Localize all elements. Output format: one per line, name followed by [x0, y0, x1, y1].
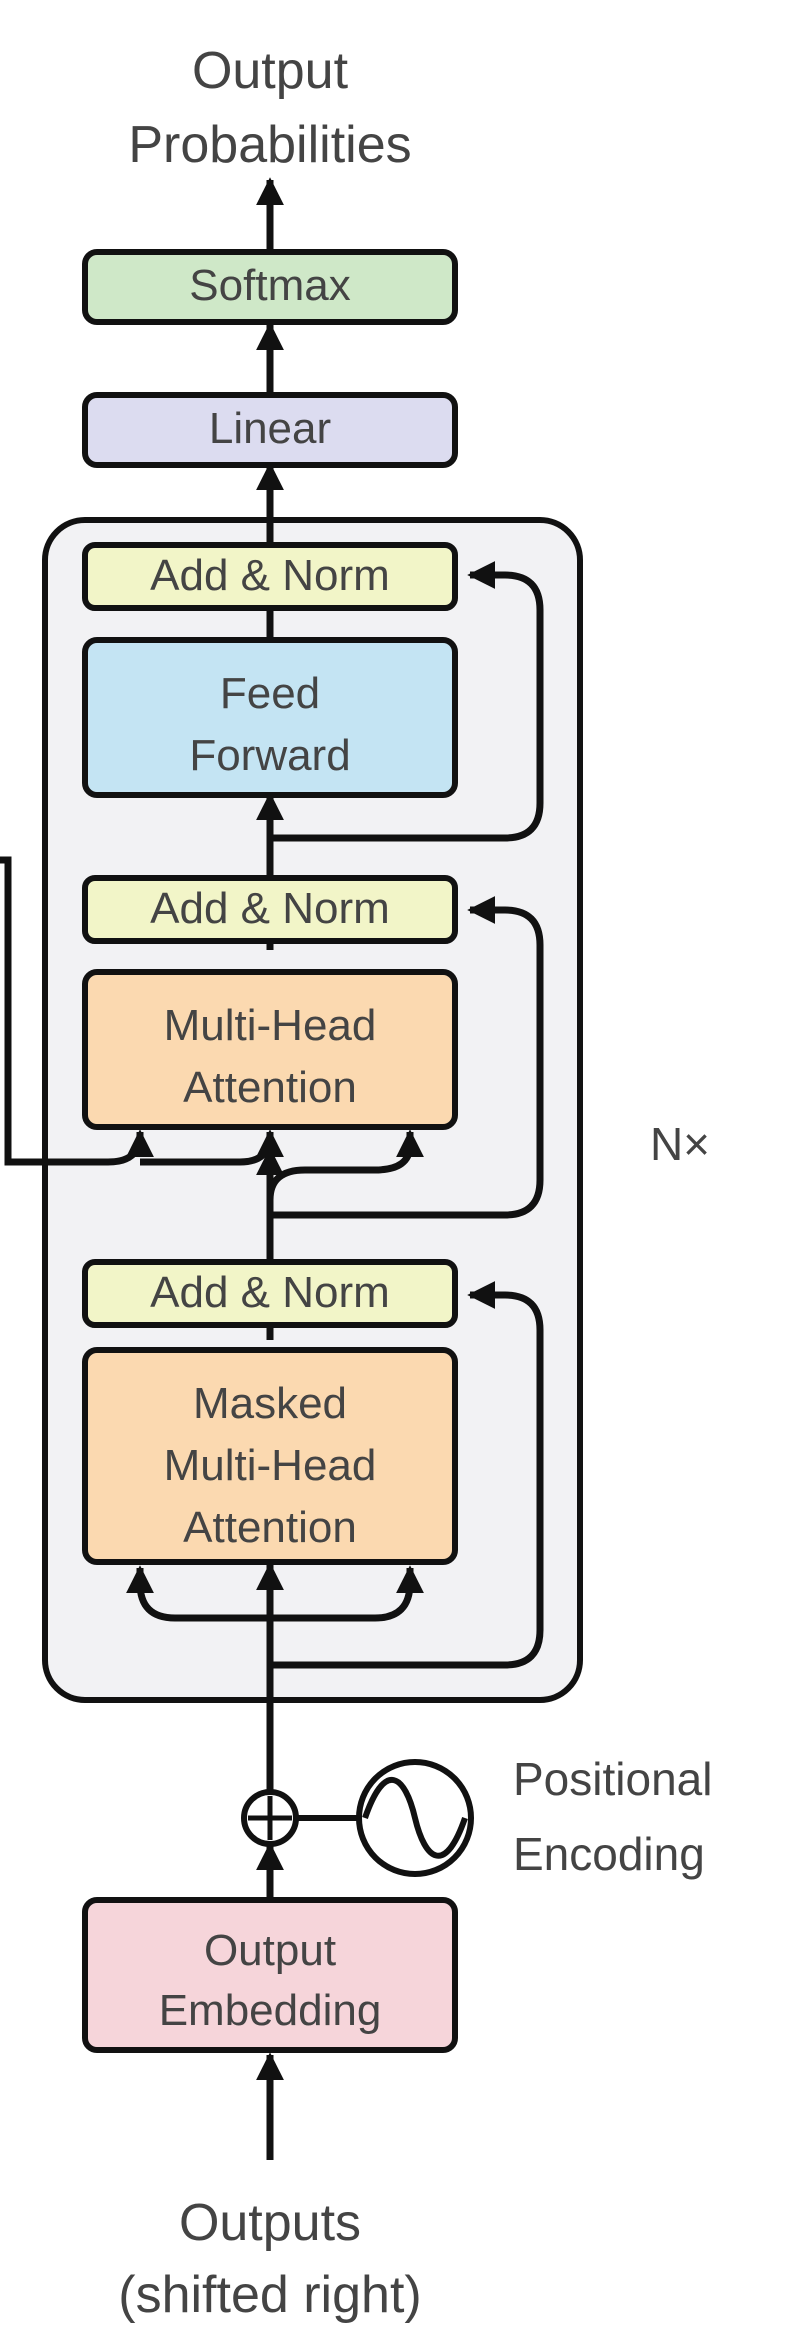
softmax-box	[82, 249, 458, 325]
nx-label: N×	[650, 1118, 710, 1170]
output-embedding-label-line2: Embedding	[159, 1986, 382, 2035]
positional-encoding-label-line2: Encoding	[513, 1828, 705, 1880]
output-embedding-label-line1: Output	[204, 1926, 336, 1975]
outputs-label-line2: (shifted right)	[118, 2266, 421, 2324]
add-norm-bottom-label: Add & Norm	[150, 1268, 390, 1317]
feed-forward-label-line1: Feed	[220, 669, 320, 718]
feed-forward-label-line2: Forward	[189, 731, 350, 780]
add-norm-top-label: Add & Norm	[150, 551, 390, 600]
encoder-input-left	[0, 856, 154, 1166]
add-norm-bottom-box	[82, 1259, 458, 1328]
sine-wave-icon	[356, 1759, 474, 1877]
plus-node	[241, 1789, 299, 1847]
mha-label-line1: Multi-Head	[164, 1001, 377, 1050]
softmax-label: Softmax	[189, 261, 350, 310]
masked-mha-label-line3: Attention	[183, 1503, 357, 1552]
mha-right-input	[266, 1129, 424, 1215]
output-probabilities-label-line2: Probabilities	[128, 116, 411, 174]
positional-encoding-label-line1: Positional	[513, 1753, 712, 1805]
feed-forward-box	[82, 637, 458, 798]
output-probabilities-label-line1: Output	[192, 42, 349, 100]
residual-masked-attention	[270, 1281, 544, 1669]
add-norm-middle-box	[82, 875, 458, 944]
masked-multi-head-attention-box	[82, 1347, 458, 1565]
masked-mha-label-line1: Masked	[193, 1379, 347, 1428]
outputs-label-line1: Outputs	[179, 2194, 361, 2252]
encoder-input-middle	[140, 1129, 284, 1166]
add-norm-middle-label: Add & Norm	[150, 884, 390, 933]
residual-ff	[270, 561, 544, 842]
linear-box	[82, 392, 458, 468]
multi-head-attention-box	[82, 969, 458, 1130]
masked-attention-left-input	[126, 1565, 270, 1622]
residual-mha	[270, 896, 544, 1219]
masked-mha-label-line2: Multi-Head	[164, 1441, 377, 1490]
masked-attention-right-input	[270, 1565, 424, 1622]
output-embedding-box	[82, 1897, 458, 2053]
add-norm-top-box	[82, 542, 458, 611]
mha-label-line2: Attention	[183, 1063, 357, 1112]
linear-label: Linear	[209, 404, 331, 453]
